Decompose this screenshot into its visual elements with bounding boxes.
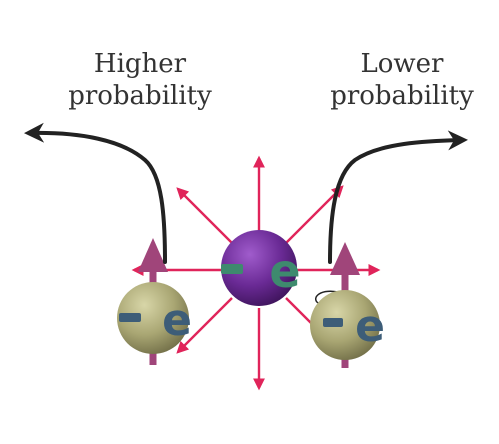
left-electron-symbol: e <box>162 295 192 346</box>
radial-arrows <box>131 155 381 391</box>
right-spin-arrowhead <box>330 242 360 275</box>
higher-probability-path-arrow <box>24 122 167 264</box>
right-minus-sign <box>323 318 343 327</box>
left-minus-sign <box>119 313 141 322</box>
right-electron: e <box>310 242 385 368</box>
radial-arrow-up-left <box>176 187 233 244</box>
center-electron: e <box>221 230 301 306</box>
center-electron-sphere <box>221 230 297 306</box>
left-spin-arrowhead <box>138 238 168 272</box>
right-electron-symbol: e <box>355 301 385 352</box>
lower-probability-path-arrow <box>328 130 468 264</box>
center-minus-sign <box>221 264 243 274</box>
radial-arrow-up-right <box>285 185 344 244</box>
higher-probability-label-line1: Higher <box>94 49 187 79</box>
radial-arrow-down-left <box>176 297 233 354</box>
lower-probability-label-line1: Lower <box>361 49 445 79</box>
left-electron-sphere <box>117 282 189 354</box>
right-electron-sphere <box>310 290 380 360</box>
higher-probability-label-line2: probability <box>68 81 212 111</box>
left-electron: e <box>117 238 192 365</box>
center-electron-symbol: e <box>269 244 300 298</box>
lower-probability-label-line2: probability <box>330 81 474 111</box>
